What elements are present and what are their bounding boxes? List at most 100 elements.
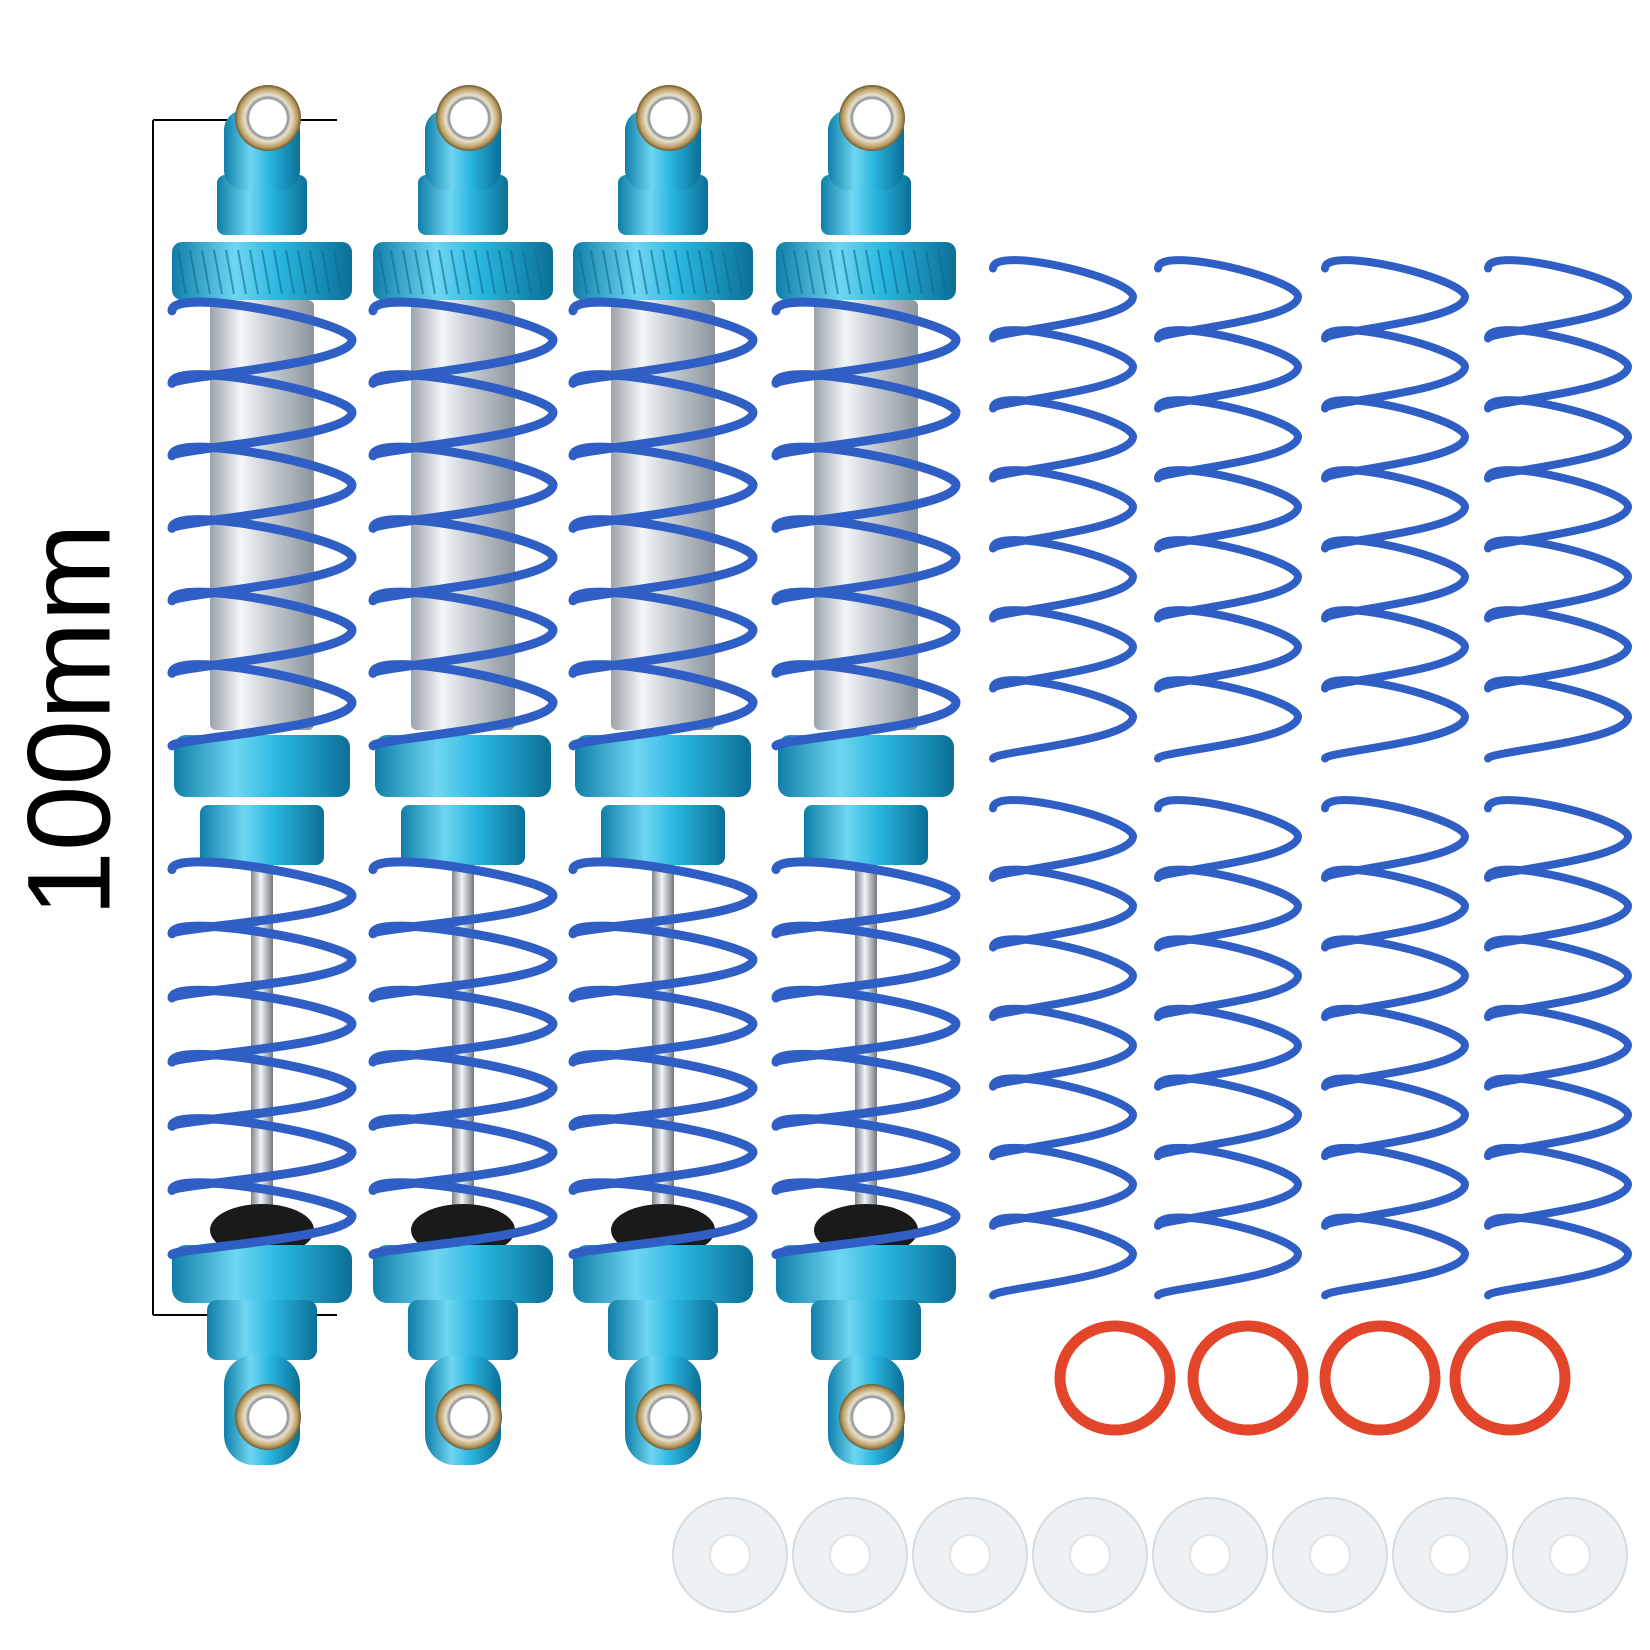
dimension-label: 100mm: [4, 510, 136, 930]
knurl-line: [937, 249, 947, 295]
knurl-line: [889, 249, 899, 295]
knurl-line: [698, 249, 708, 295]
spring-seat: [200, 805, 324, 865]
knurl-line: [793, 249, 803, 295]
knurl-line: [805, 249, 815, 295]
spare-spring: [1484, 256, 1632, 763]
knurl-line: [710, 249, 720, 295]
knurled-collar: [373, 242, 553, 300]
spare-spring: [1154, 256, 1302, 763]
top-bushing: [235, 85, 301, 151]
knurl-line: [225, 249, 235, 295]
knurl-line: [249, 249, 259, 295]
upper-spring: [771, 297, 961, 751]
o-ring: [1449, 1320, 1571, 1436]
lower-spring: [167, 857, 357, 1260]
spare-spring-set: [989, 256, 1632, 1300]
bottom-bushing: [636, 1384, 702, 1450]
bottom-bushing: [839, 1384, 905, 1450]
o-ring-set: [1054, 1320, 1571, 1436]
knurl-line: [662, 249, 672, 295]
knurl-line: [734, 249, 744, 295]
washer-hole: [949, 1534, 991, 1576]
bottom-cup: [776, 1245, 956, 1303]
knurl-line: [474, 249, 484, 295]
knurl-line: [534, 249, 544, 295]
knurl-line: [638, 249, 648, 295]
lower-spring: [771, 857, 961, 1260]
shock-absorber: [568, 85, 758, 1465]
knurl-line: [333, 249, 343, 295]
top-bushing: [436, 85, 502, 151]
bottom-bushing: [436, 1384, 502, 1450]
knurl-line: [578, 249, 588, 295]
shock-absorber: [771, 85, 961, 1465]
knurl-line: [237, 249, 247, 295]
knurl-line: [602, 249, 612, 295]
knurl-line: [402, 249, 412, 295]
knurl-line: [650, 249, 660, 295]
top-bushing: [636, 85, 702, 151]
knurl-line: [877, 249, 887, 295]
bottom-cup: [172, 1245, 352, 1303]
knurl-line: [853, 249, 863, 295]
spare-spring: [1321, 256, 1469, 763]
knurl-line: [321, 249, 331, 295]
top-cap: [821, 175, 911, 235]
knurl-line: [522, 249, 532, 295]
washer-hole: [1309, 1534, 1351, 1576]
knurl-line: [486, 249, 496, 295]
knurl-line: [261, 249, 271, 295]
knurl-line: [829, 249, 839, 295]
knurl-line: [177, 249, 187, 295]
o-ring: [1187, 1320, 1309, 1436]
knurl-line: [189, 249, 199, 295]
knurl-line: [498, 249, 508, 295]
bottom-body: [811, 1300, 921, 1360]
spare-spring: [989, 796, 1137, 1300]
knurl-line: [686, 249, 696, 295]
knurl-line: [426, 249, 436, 295]
bottom-body: [207, 1300, 317, 1360]
knurl-line: [462, 249, 472, 295]
washer-hole: [1429, 1534, 1471, 1576]
bottom-cup: [373, 1245, 553, 1303]
upper-spring: [368, 297, 558, 751]
knurl-line: [414, 249, 424, 295]
washer-hole: [1069, 1534, 1111, 1576]
bottom-bushing: [235, 1384, 301, 1450]
washer-set: [672, 1497, 1628, 1613]
lower-spring: [568, 857, 758, 1260]
knurled-collar: [776, 242, 956, 300]
knurl-line: [510, 249, 520, 295]
knurl-line: [201, 249, 211, 295]
knurl-line: [450, 249, 460, 295]
spare-spring: [989, 256, 1137, 763]
spare-spring: [1154, 796, 1302, 1300]
lower-spring: [368, 857, 558, 1260]
knurl-line: [309, 249, 319, 295]
knurl-line: [674, 249, 684, 295]
spare-spring: [1484, 796, 1632, 1300]
spring-seat: [601, 805, 725, 865]
knurl-line: [438, 249, 448, 295]
knurl-line: [817, 249, 827, 295]
spring-seat: [804, 805, 928, 865]
knurl-line: [390, 249, 400, 295]
upper-spring: [167, 297, 357, 751]
knurl-line: [781, 249, 791, 295]
upper-spring: [568, 297, 758, 751]
washer-hole: [709, 1534, 751, 1576]
knurl-line: [841, 249, 851, 295]
knurl-line: [213, 249, 223, 295]
top-bushing: [839, 85, 905, 151]
bottom-body: [608, 1300, 718, 1360]
o-ring: [1054, 1320, 1176, 1436]
top-cap: [418, 175, 508, 235]
lower-collar: [575, 735, 751, 797]
bottom-cup: [573, 1245, 753, 1303]
knurl-line: [865, 249, 875, 295]
dimension-label-text: 100mm: [4, 523, 136, 917]
knurl-line: [614, 249, 624, 295]
